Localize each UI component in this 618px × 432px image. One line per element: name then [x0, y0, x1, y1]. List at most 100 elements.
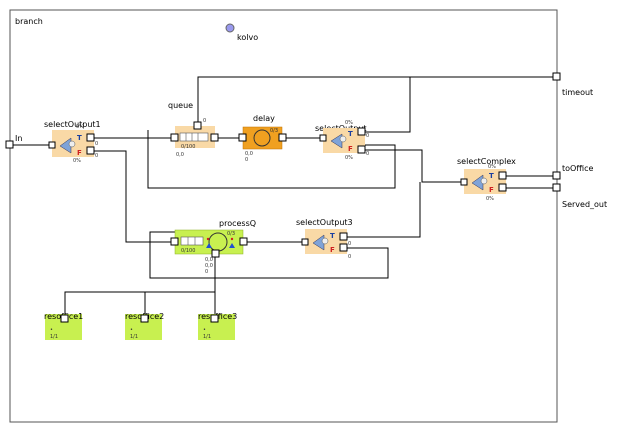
queue-buffer-icon [179, 132, 209, 142]
process-q-seize-indicator [206, 237, 210, 241]
port-served-out[interactable] [552, 183, 561, 192]
process-q-release-indicator [230, 237, 234, 241]
select-output1-f: F [77, 149, 82, 157]
resource-office3[interactable]: resoffice3 • 1/1 [198, 312, 237, 340]
select-output1-block[interactable]: selectOutput1 T F 0% 0% 0 0 [44, 120, 101, 164]
port-timeout[interactable] [552, 72, 561, 81]
select-output-block[interactable]: selectOutput T F 0% 0% 0 0 [315, 120, 369, 161]
select-complex-f-port [498, 183, 507, 192]
select-complex-f: F [489, 186, 494, 194]
process-q-count: 0 [205, 269, 208, 275]
select-output1-dial-icon [68, 140, 76, 148]
wire-select-timeout [365, 77, 411, 133]
queue-block[interactable]: queue 0 0/100 0,0 [168, 101, 219, 158]
process-q-in-port [170, 237, 179, 246]
select-output3-in-port [301, 238, 309, 246]
select-output1-t-port [86, 133, 95, 142]
select-output-count-t: 0 [366, 133, 369, 139]
delay-stats: 0,0 [245, 151, 253, 157]
select-output-pct-bottom: 0% [345, 155, 353, 161]
port-served-out-label: Served_out [562, 200, 607, 209]
wire-select3-t [347, 182, 421, 238]
port-tooffice[interactable] [552, 171, 561, 180]
port-timeout-label: timeout [562, 88, 593, 97]
process-q-queue-capacity: 0/100 [181, 248, 195, 254]
delay-in-port [238, 133, 247, 142]
delay-block[interactable]: delay 0/3 0,0 0 [238, 114, 287, 163]
queue-capacity: 0/100 [181, 144, 195, 150]
queue-out-port [210, 133, 219, 142]
delay-capacity: 0/3 [270, 128, 278, 134]
select-output-t-port [357, 127, 366, 136]
select-output1-in-port [48, 141, 56, 149]
resource-office3-port [210, 314, 219, 323]
select-output-f-port [357, 145, 366, 154]
port-in[interactable] [5, 140, 14, 149]
kolvo-variable-icon[interactable] [225, 23, 235, 33]
resource-office2[interactable]: resoffice2 • 1/1 [125, 312, 164, 340]
resource-office1-port [60, 314, 69, 323]
select-output3-count-f: 0 [348, 254, 351, 260]
connections [10, 76, 557, 318]
select-output3-dial-icon [321, 237, 329, 245]
process-q-stats-1: 0,0 [205, 257, 213, 263]
process-q-out-port [239, 237, 248, 246]
select-output-t: T [348, 130, 353, 138]
select-output1-count-t: 0 [95, 141, 98, 147]
process-q-label: processQ [219, 219, 256, 228]
delay-out-port [278, 133, 287, 142]
resource-office3-count: 1/1 [203, 334, 211, 340]
select-output3-count-t: 0 [348, 241, 351, 247]
resource-office1[interactable]: resoffice1 • 1/1 [44, 312, 83, 340]
select-output1-label: selectOutput1 [44, 120, 101, 129]
process-q-release-icon [229, 243, 235, 248]
select-output-dial-icon [339, 135, 347, 143]
select-complex-pct-bottom: 0% [486, 196, 494, 202]
branch-frame [9, 9, 558, 423]
process-q-block[interactable]: processQ 0/3 0/100 0,0 0,0 0 [170, 219, 256, 275]
wire-select-selectcomplex [365, 149, 464, 183]
select-output3-t-port [339, 232, 348, 241]
select-output3-t: T [330, 232, 335, 240]
port-tooffice-label: toOffice [562, 164, 593, 173]
diagram-title: branch [15, 17, 43, 26]
select-complex-block[interactable]: selectComplex T F 0% 0% [457, 157, 516, 202]
select-output3-block[interactable]: selectOutput3 T F 0 0 [296, 218, 353, 260]
wire-queue-timeout [197, 76, 557, 130]
select-complex-pct-top: 0% [488, 164, 496, 170]
select-output-count-f: 0 [366, 151, 369, 157]
wire-select-loop [147, 130, 396, 189]
select-output-pct-top: 0% [345, 120, 353, 126]
resource-office3-dot: • [203, 327, 206, 333]
wire-select3-f [149, 231, 389, 279]
delay-count: 0 [245, 157, 248, 163]
select-output1-count-f: 0 [95, 153, 98, 159]
process-q-resource-port [211, 249, 220, 258]
select-complex-in-port [460, 178, 468, 186]
select-output1-t: T [77, 134, 82, 142]
process-q-stats-2: 0,0 [205, 263, 213, 269]
kolvo-label: kolvo [237, 33, 258, 42]
resource-office1-count: 1/1 [50, 334, 58, 340]
select-output1-f-port [86, 146, 95, 155]
select-output1-pct-bottom: 0% [73, 158, 81, 164]
select-output3-f: F [330, 246, 335, 254]
port-in-label: In [15, 134, 22, 143]
select-output3-f-port [339, 243, 348, 252]
select-complex-t-port [498, 171, 507, 180]
queue-stats: 0,0 [176, 152, 184, 158]
delay-server-icon [253, 129, 271, 147]
queue-timeout-port [193, 121, 202, 130]
queue-in-port [170, 133, 179, 142]
delay-label: delay [253, 114, 275, 123]
wire-resource-bus [64, 255, 216, 318]
select-output-f: F [348, 145, 353, 153]
resource-office2-count: 1/1 [130, 334, 138, 340]
select-complex-label: selectComplex [457, 157, 516, 166]
resource-office2-dot: • [130, 327, 133, 333]
select-output-in-port [319, 134, 327, 142]
queue-label: queue [168, 101, 193, 110]
resource-office2-port [140, 314, 149, 323]
select-output1-pct-top: 0% [76, 124, 84, 130]
